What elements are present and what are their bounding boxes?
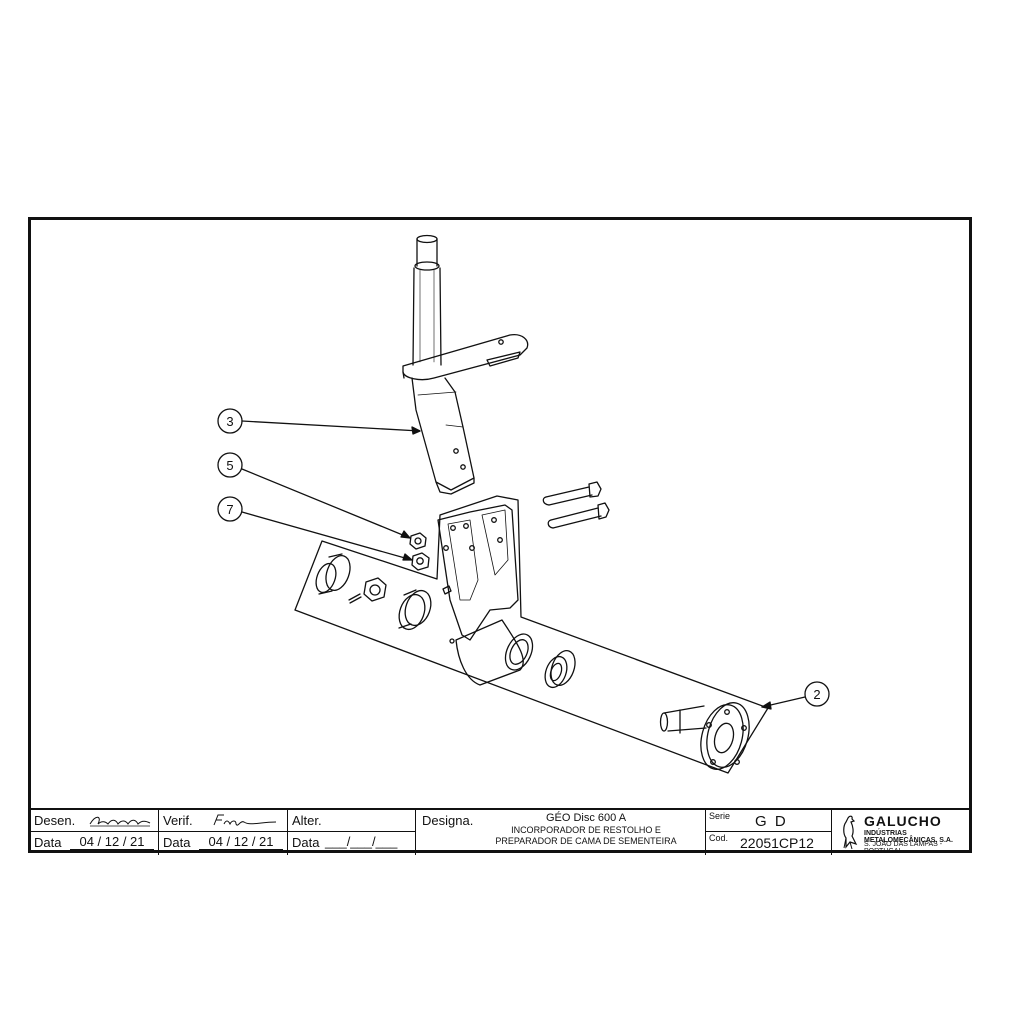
desen-label: Desen. — [34, 813, 76, 828]
company-subtitle: INDÚSTRIAS METALOMECÂNICAS, S.A. — [864, 830, 953, 844]
divider — [287, 810, 288, 855]
designation-line1: INCORPORADOR DE RESTOLHO E — [511, 825, 661, 835]
divider — [705, 831, 831, 832]
title-block: Desen. Data 04 / 12 / 21 Verif. Data 04 … — [28, 808, 972, 855]
designation-title: GÉO Disc 600 A — [545, 812, 627, 824]
verif-data-label: Data — [163, 835, 191, 850]
cod-value: 22051CP12 — [740, 835, 814, 851]
verif-label: Verif. — [163, 813, 193, 828]
divider — [705, 810, 706, 855]
company-name: GALUCHO — [864, 813, 942, 829]
alter-data-label: Data — [292, 835, 320, 850]
verif-date: 04 / 12 / 21 — [199, 834, 283, 850]
callout-2-label: 2 — [813, 687, 820, 702]
callout-3-label: 3 — [226, 414, 233, 429]
desen-date: 04 / 12 / 21 — [70, 834, 154, 850]
verifier-signature — [213, 814, 277, 826]
lower-beam-assembly — [294, 495, 769, 774]
serie-label: Serie — [709, 811, 731, 821]
company-location: S. JOÃO DAS LAMPAS - PORTUGAL — [864, 841, 943, 855]
alter-date: ___/___/___ — [325, 834, 398, 849]
drawer-signature — [89, 816, 151, 827]
divider — [831, 810, 832, 855]
callout-5-label: 5 — [226, 458, 233, 473]
designation: GÉO Disc 600 A INCORPORADOR DE RESTOLHO … — [488, 812, 684, 847]
alter-label: Alter. — [292, 813, 322, 828]
callout-7-label: 7 — [226, 502, 233, 517]
upper-arm-part — [402, 234, 529, 495]
callout-2: 2 — [761, 681, 830, 710]
callout-7: 7 — [217, 496, 413, 561]
designa-label: Designa. — [422, 813, 474, 828]
divider — [415, 810, 416, 855]
serie-value: G D — [755, 813, 788, 830]
nut-5 — [409, 532, 427, 550]
divider — [28, 831, 415, 832]
nut-7 — [411, 552, 430, 571]
desen-data-label: Data — [34, 835, 62, 850]
galucho-rooster-logo — [843, 815, 858, 850]
cod-label: Cod. — [709, 833, 729, 843]
callout-5: 5 — [217, 452, 411, 539]
callout-3: 3 — [217, 408, 421, 435]
drawing-frame — [28, 217, 972, 853]
designation-line2: PREPARADOR DE CAMA DE SEMENTEIRA — [495, 836, 677, 846]
divider — [158, 810, 159, 855]
bolts — [542, 481, 610, 529]
